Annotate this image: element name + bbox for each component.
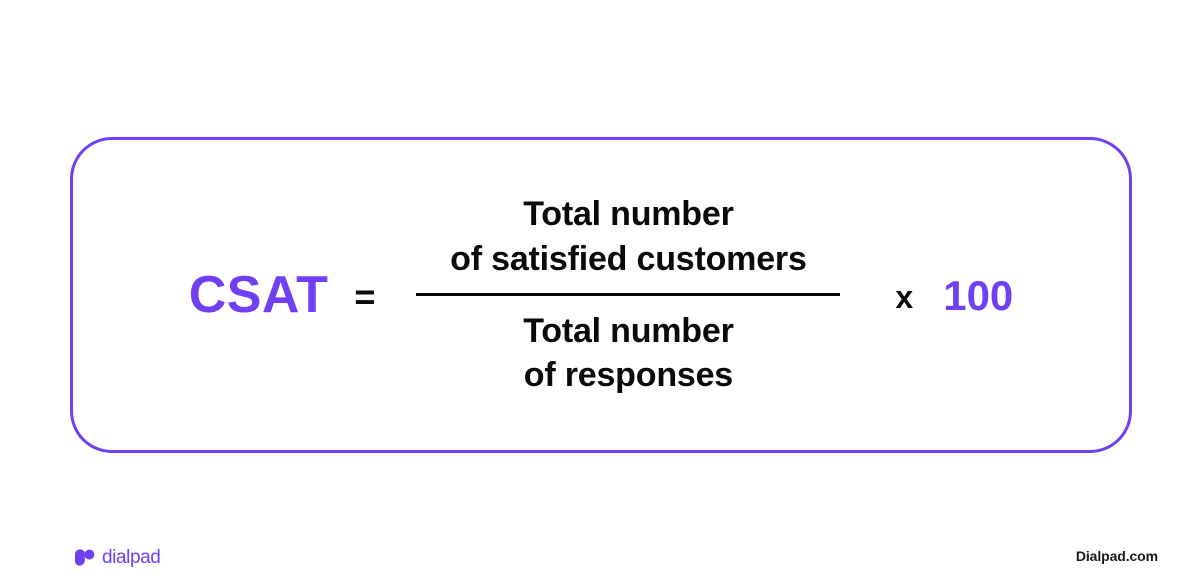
dialpad-wordmark: dialpad	[102, 546, 161, 568]
fraction-denominator: Total number of responses	[523, 296, 734, 399]
csat-formula-card: CSAT = Total number of satisfied custome…	[70, 137, 1132, 453]
fraction-numerator: Total number of satisfied customers	[450, 192, 807, 293]
dialpad-bubbles-icon	[75, 548, 95, 566]
equals-sign: =	[354, 276, 376, 317]
denominator-line-1: Total number	[523, 311, 734, 350]
fraction-bar	[416, 292, 841, 296]
denominator-line-2: of responses	[523, 356, 734, 395]
formula-equation: CSAT = Total number of satisfied custome…	[73, 140, 1129, 450]
metric-label-csat: CSAT	[188, 266, 329, 324]
multiplier-value: 100	[943, 272, 1014, 319]
fraction: Total number of satisfied customers Tota…	[413, 192, 843, 399]
numerator-line-2: of satisfied customers	[450, 239, 807, 278]
multiply-sign: x	[895, 279, 914, 315]
footer-url: Dialpad.com	[1075, 548, 1158, 564]
numerator-line-1: Total number	[523, 194, 734, 233]
dialpad-logo: dialpad	[74, 545, 161, 569]
